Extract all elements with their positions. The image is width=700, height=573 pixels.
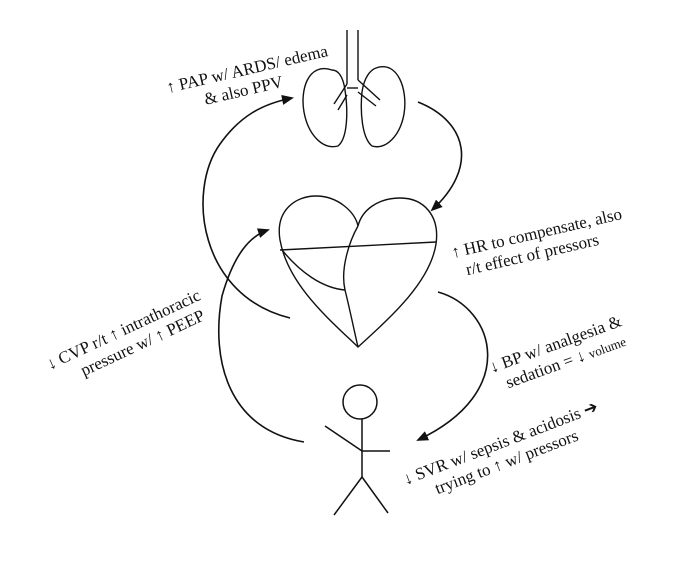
- hr-label: ↑ HR to compensate, also r/t effect of p…: [450, 204, 624, 279]
- pap-label: ↑ PAP w/ ARDS/ edema & also PPV: [165, 41, 330, 109]
- svr-label: ↓ SVR w/ sepsis & acidosis ➔ trying to ↑…: [401, 397, 601, 498]
- arrow-person-to-heart: [218, 228, 305, 443]
- heart-icon: [278, 195, 438, 348]
- arrow-heart-to-person: [416, 291, 489, 441]
- person-icon: [324, 384, 390, 516]
- arrow-lungs-to-heart: [417, 101, 463, 212]
- lungs-icon: [302, 30, 406, 148]
- bp-label: ↓ BP w/ analgesia & sedation = ↓ volume: [487, 311, 628, 392]
- arrow-heart-to-lungs: [202, 95, 294, 319]
- cvp-label: ↓ CVP r/t ↑ intrathoracic pressure w/ ↑ …: [44, 285, 208, 379]
